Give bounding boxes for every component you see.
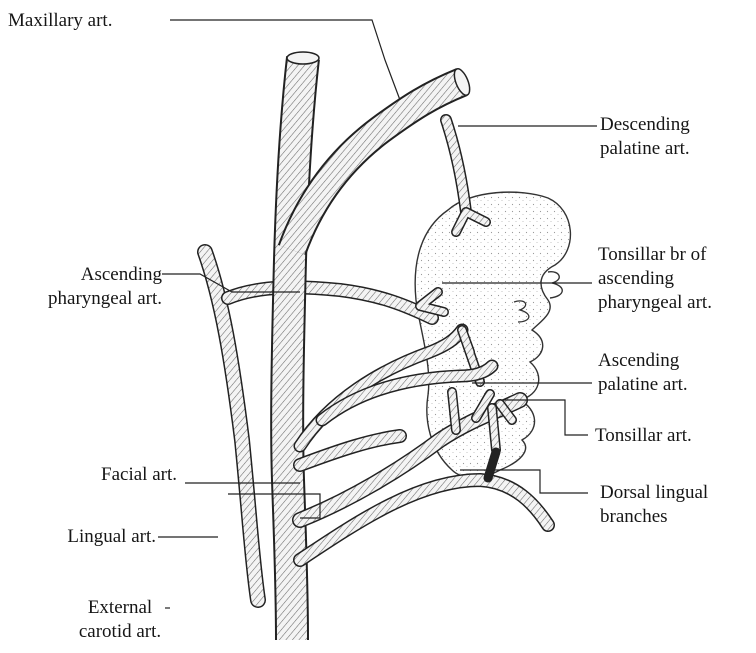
dorsal-lingual-label-2: branches	[600, 505, 668, 528]
lingual-art-label: Lingual art.	[0, 525, 156, 548]
maxillary-art-label: Maxillary art.	[8, 9, 112, 32]
tonsillar-br-label-1: Tonsillar br of	[598, 243, 706, 266]
external-carotid-label-2: carotid art.	[60, 620, 180, 643]
ascending-pharyngeal-label-2: pharyngeal art.	[0, 287, 162, 310]
ascending-pharyngeal-label-1: Ascending	[0, 263, 162, 286]
tonsillar-br-label-2: ascending	[598, 267, 674, 290]
ascending-palatine-label-2: palatine art.	[598, 373, 688, 396]
tonsil-fold	[548, 272, 562, 298]
dorsal-lingual-label-1: Dorsal lingual	[600, 481, 708, 504]
facial-art-label: Facial art.	[0, 463, 177, 486]
descending-palatine-label-1: Descending	[600, 113, 690, 136]
external-carotid-label-1: External	[60, 596, 180, 619]
ascending-palatine-label-1: Ascending	[598, 349, 679, 372]
descending-palatine-label-2: palatine art.	[600, 137, 690, 160]
tonsillar-art-label: Tonsillar art.	[595, 424, 692, 447]
tonsillar-br-label-3: pharyngeal art.	[598, 291, 712, 314]
